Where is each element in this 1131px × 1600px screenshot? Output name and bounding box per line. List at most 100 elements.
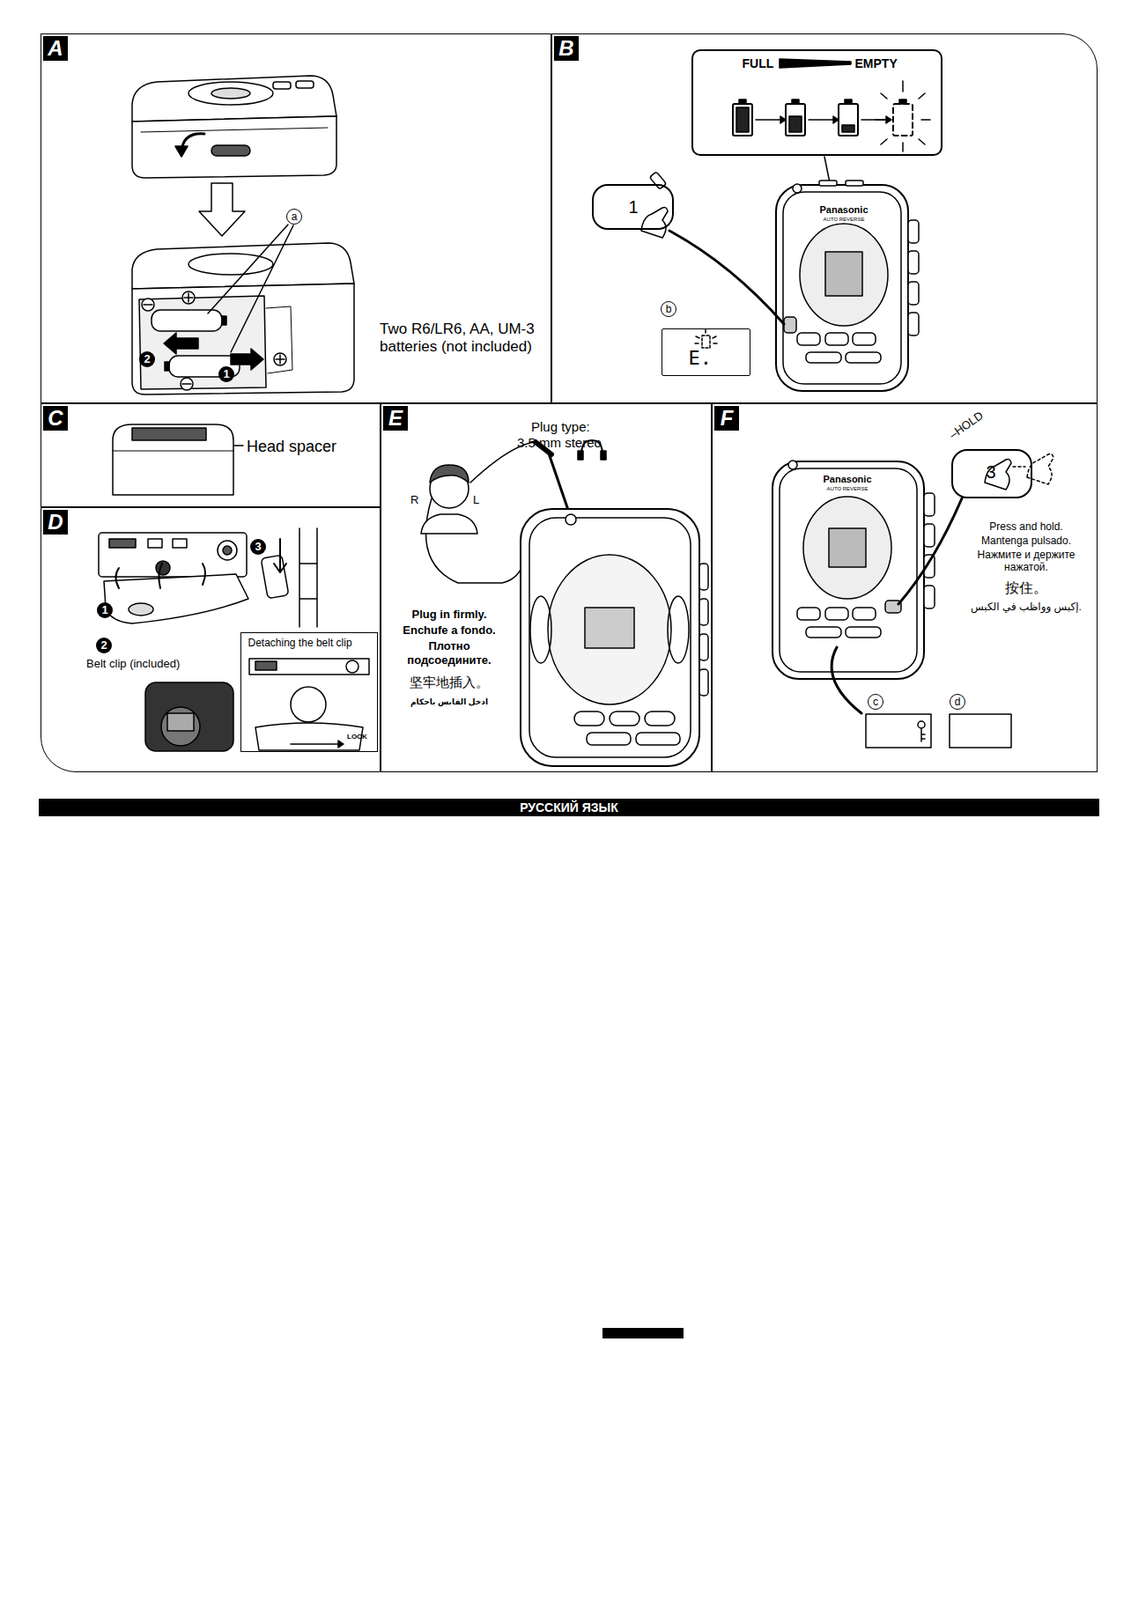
player-front xyxy=(908,312,919,336)
player-front xyxy=(699,563,709,591)
annotation: L xyxy=(473,493,480,508)
player-photo xyxy=(145,682,234,752)
bottom-bar xyxy=(602,1328,684,1339)
battery-level-icons xyxy=(842,125,855,133)
battery-level-icons xyxy=(779,59,851,68)
belt-clip xyxy=(172,539,187,548)
display-readout: E. xyxy=(688,347,713,370)
player-front xyxy=(574,711,605,726)
leader-line xyxy=(207,224,294,353)
detach-detail xyxy=(249,658,370,675)
panel: E xyxy=(380,403,712,773)
player-closed xyxy=(295,81,314,89)
player-closed xyxy=(132,75,337,178)
indicator-label: EMPTY xyxy=(855,56,898,72)
display-window xyxy=(917,721,925,729)
player-front xyxy=(699,669,709,696)
head-spacer xyxy=(132,428,207,441)
detach-detail xyxy=(255,723,363,751)
blinking-battery xyxy=(702,335,710,348)
player-front xyxy=(924,585,935,609)
player-front xyxy=(803,496,892,599)
player-front xyxy=(584,607,635,649)
button-callout: 1 xyxy=(591,184,674,230)
player-photo xyxy=(145,682,234,752)
pointer-curve xyxy=(669,230,784,325)
panel-letter: E xyxy=(383,406,408,431)
annotation: ادخل القابس باحكام xyxy=(410,697,488,708)
player-front xyxy=(667,596,689,664)
belt-attach xyxy=(273,539,287,573)
polarity-symbol xyxy=(141,298,155,311)
player-front xyxy=(805,627,842,638)
player-front xyxy=(609,711,640,726)
polarity-symbol xyxy=(273,353,287,366)
belt-clip xyxy=(155,561,171,576)
player-front xyxy=(852,332,876,346)
belt-clip xyxy=(98,532,247,577)
head-spacer xyxy=(112,450,234,452)
button-label: 3 xyxy=(986,461,997,483)
down-arrow xyxy=(199,183,245,237)
callout-number: a xyxy=(286,208,303,225)
belt-attach xyxy=(260,554,289,599)
hand-icon xyxy=(641,207,668,239)
hand-icon xyxy=(641,207,668,239)
annotation: LOCK xyxy=(347,732,368,742)
player-front xyxy=(825,332,849,346)
player-open xyxy=(132,243,355,289)
callout-number: 3 xyxy=(250,539,267,555)
polarity-symbol xyxy=(184,293,193,303)
display-window: E. xyxy=(661,328,751,377)
player-open xyxy=(164,362,170,371)
detach-detail xyxy=(346,660,359,673)
battery-level-icons xyxy=(780,116,892,124)
battery-level-icons xyxy=(844,99,852,104)
battery-level-icons xyxy=(755,118,887,121)
player-open xyxy=(230,348,264,370)
player-front xyxy=(805,352,842,363)
annotation: R xyxy=(410,493,419,508)
bottom-bar xyxy=(602,1328,684,1339)
polarity-symbol xyxy=(275,354,285,364)
hand-icon xyxy=(984,459,1012,491)
player-closed xyxy=(140,127,328,133)
player-front xyxy=(565,514,577,525)
player-closed xyxy=(211,88,251,99)
player-front xyxy=(924,524,935,548)
callout-number: 2 xyxy=(139,351,156,368)
battery-level-icons xyxy=(732,59,931,152)
panel-letter: C xyxy=(43,406,68,431)
detach-detail xyxy=(290,743,342,746)
battery-level-icons xyxy=(893,103,913,136)
player-front xyxy=(908,281,919,305)
headphone-plug xyxy=(425,498,524,584)
head-spacer xyxy=(112,424,244,496)
battery-level-icons xyxy=(789,116,802,133)
player-open xyxy=(132,243,355,395)
player-front xyxy=(819,180,837,186)
annotation: Plug type: xyxy=(531,419,591,436)
player-front xyxy=(520,509,709,767)
annotation: Two R6/LR6, AA, UM-3 batteries (not incl… xyxy=(379,320,583,356)
panel-letter: B xyxy=(554,36,579,61)
player-front xyxy=(924,493,935,517)
player-front xyxy=(845,352,881,363)
annotation: Press and hold. xyxy=(989,520,1063,533)
headphone-symbol xyxy=(577,450,584,460)
annotation: Plug in firmly. xyxy=(412,607,488,622)
belt-clip xyxy=(222,546,232,555)
player-closed xyxy=(175,146,188,157)
panel-letter: A xyxy=(43,36,68,61)
listener-head xyxy=(421,514,478,534)
detach-detail xyxy=(290,687,326,723)
head-spacer xyxy=(112,424,234,496)
player-front xyxy=(772,460,935,680)
annotation: 坚牢地插入。 xyxy=(409,674,489,691)
display-window xyxy=(865,714,932,748)
player-front xyxy=(635,732,681,746)
player-front xyxy=(908,220,919,244)
button-number: 1 xyxy=(628,196,639,218)
detach-detail xyxy=(338,740,344,748)
pointer-curve xyxy=(831,498,962,714)
